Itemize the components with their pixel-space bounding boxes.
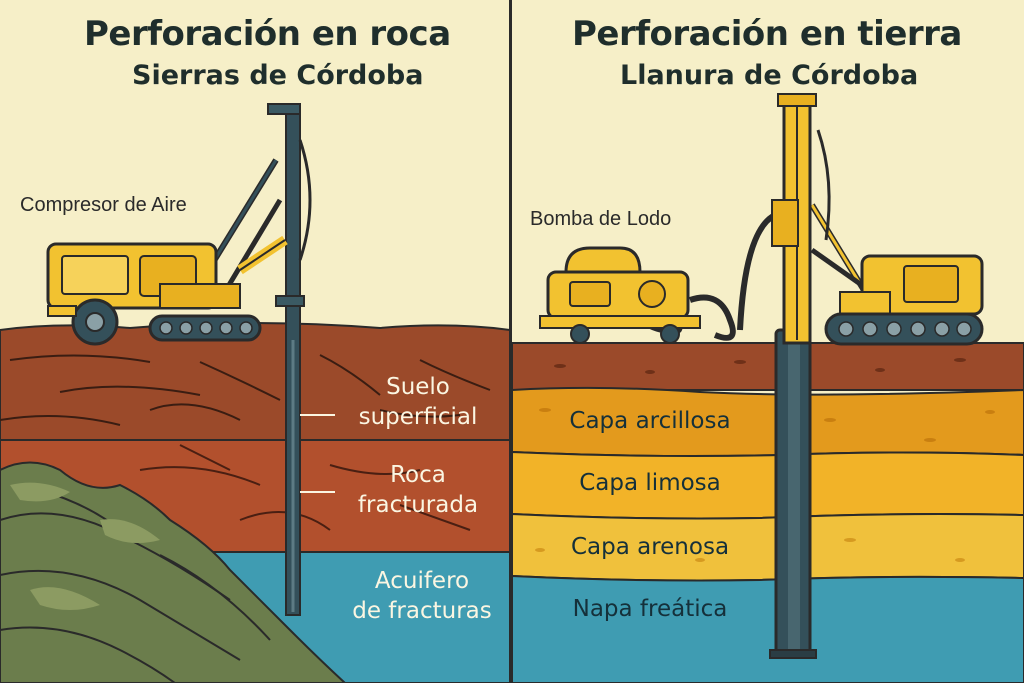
fractured-rock-label: Roca fracturada <box>338 460 498 520</box>
fracture-aquifer-label-line-1: Acuifero <box>374 568 470 594</box>
mountain-highlights <box>10 482 160 610</box>
water-table <box>511 574 1024 683</box>
clay-layer-label: Capa arcillosa <box>569 408 731 434</box>
right-panel-subtitle: Llanura de Córdoba <box>620 60 919 91</box>
topsoil-label-line-2: superficial <box>358 404 478 430</box>
right-panel-title: Perforación en tierra <box>572 14 962 54</box>
left-label-leaders <box>300 414 335 493</box>
right-topsoil-layer <box>511 342 1024 391</box>
right-drill-casing <box>769 328 817 659</box>
air-compressor-label: Compresor de Aire <box>20 194 187 216</box>
mud-pump-label: Bomba de Lodo <box>530 208 672 230</box>
right-panel-ground <box>511 342 1024 683</box>
fracture-aquifer-label: Acuifero de fracturas <box>340 566 504 626</box>
left-panel-subtitle: Sierras de Córdoba <box>132 60 424 91</box>
fracture-aquifer-label-line-2: de fracturas <box>352 598 492 624</box>
sand-speckles <box>535 538 965 562</box>
left-drill-rod <box>267 103 305 616</box>
topsoil-label-line-1: Suelo <box>386 374 450 400</box>
mud-pump <box>539 212 777 344</box>
silt-layer-label: Capa limosa <box>579 470 721 496</box>
panel-divider <box>509 0 512 683</box>
air-compressor-rig <box>46 139 312 346</box>
left-panel-ground <box>0 322 511 683</box>
soil-texture <box>0 354 491 426</box>
topsoil-label: Suelo superficial <box>338 372 498 432</box>
topsoil-speckles <box>554 358 966 374</box>
clay-speckles <box>539 408 995 442</box>
fractured-rock-label-line-1: Roca <box>390 462 446 488</box>
water-table-label: Napa freática <box>572 596 728 622</box>
sand-layer-label: Capa arenosa <box>570 534 730 560</box>
right-drilling-rig <box>771 93 984 346</box>
left-panel-title: Perforación en roca <box>84 14 451 54</box>
fractured-rock-label-line-2: fracturada <box>357 492 479 518</box>
